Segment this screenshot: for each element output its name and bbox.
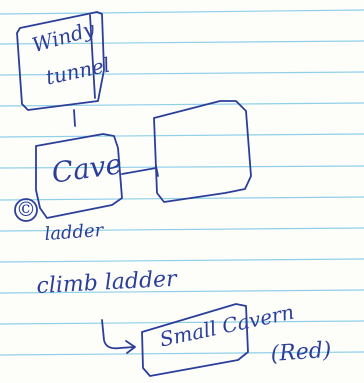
ruled-lines — [0, 9, 364, 356]
small-cavern-box — [141, 303, 249, 377]
circle-marker — [14, 198, 38, 222]
circle-marker-text: © — [16, 197, 36, 221]
windy-tunnel-box — [16, 11, 105, 111]
hook-arrow-head — [125, 340, 136, 354]
empty-box — [153, 100, 252, 203]
windy-tunnel-box-inner-line — [89, 14, 96, 99]
red-note: (Red) — [269, 337, 333, 367]
ladder-note: ladder — [43, 219, 104, 245]
cave-box — [35, 133, 123, 219]
hook-arrow-icon — [101, 319, 135, 350]
connector-tunnel-cave — [73, 109, 76, 127]
connector-cave-empty — [121, 167, 157, 175]
